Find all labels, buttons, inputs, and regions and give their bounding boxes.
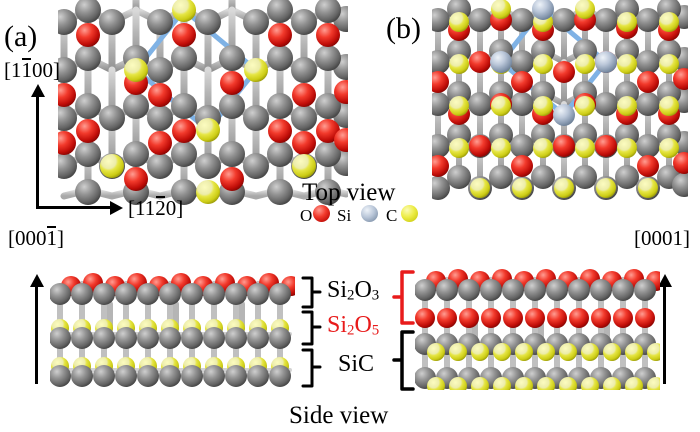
top-view-svg-b — [432, 0, 688, 200]
side-arrow-left-head — [30, 274, 44, 287]
dir-part-suffix: 0] — [165, 196, 184, 220]
side-view-svg-a — [50, 273, 295, 387]
layer-sub2: 5 — [371, 322, 380, 339]
bracket-si2o5-right — [392, 270, 416, 326]
dir-part-suffix: ] — [57, 226, 64, 250]
layer-sub2: 3 — [371, 287, 380, 304]
panel-label-b: (b) — [386, 12, 421, 45]
direction-arrow-horizontal-shaft — [36, 206, 112, 209]
dir-part-prefix: [1 — [4, 58, 22, 82]
dir-part-overbar: 1 — [46, 225, 57, 250]
layer-mid: O — [354, 277, 372, 303]
bracket-sic-right — [392, 330, 416, 392]
direction-arrow-horizontal-head — [110, 201, 123, 215]
legend-label-si: Si — [337, 206, 352, 225]
legend-label-c: C — [386, 206, 398, 225]
silicon-sphere — [361, 205, 378, 222]
layer-label-si2o5: Si2O5 — [327, 313, 379, 339]
layer-base: Si — [327, 277, 348, 303]
layer-label-sic: SiC — [338, 352, 374, 376]
dir-part-overbar: 1 — [21, 57, 32, 82]
side-view-structure-b — [415, 268, 660, 390]
dir-part-prefix: [000 — [8, 226, 47, 250]
legend-label-o: O — [300, 206, 313, 225]
dir-part-suffix: 00] — [32, 58, 60, 82]
layer-sub1: 2 — [347, 322, 355, 339]
direction-label-0001-bar: [0001] — [8, 225, 64, 250]
layer-base: Si — [327, 312, 348, 338]
dir-part-prefix: [11 — [128, 196, 156, 220]
side-view-svg-b — [415, 269, 660, 390]
layer-label-si2o3: Si2O3 — [327, 278, 379, 304]
side-arrow-left-shaft — [35, 285, 38, 384]
direction-arrow-vertical-top-head — [31, 84, 45, 97]
side-view-label: Side view — [289, 402, 389, 429]
side-arrow-right-shaft — [663, 285, 666, 384]
oxygen-sphere — [313, 205, 330, 222]
side-view-structure-a — [50, 270, 295, 388]
bracket-sic-left — [300, 348, 322, 388]
top-view-label: Top view — [302, 179, 396, 206]
direction-arrow-vertical-top-shaft — [36, 95, 39, 208]
carbon-sphere — [401, 205, 418, 222]
bracket-si2o5-left — [300, 310, 322, 346]
dir-part-plain: [0001] — [634, 226, 690, 250]
direction-label-1100: [1100] — [4, 57, 60, 82]
bracket-si2o3-left — [300, 276, 322, 309]
side-arrow-right-head — [658, 274, 672, 287]
dir-part-overbar: 2 — [155, 195, 166, 220]
direction-label-0001: [0001] — [634, 228, 690, 249]
top-view-structure-a — [58, 0, 348, 205]
panel-label-a: (a) — [4, 20, 38, 53]
layer-base: SiC — [338, 351, 375, 377]
top-view-structure-b — [432, 0, 688, 205]
layer-mid: O — [354, 312, 372, 338]
top-view-svg-a — [58, 0, 348, 205]
layer-sub1: 2 — [347, 287, 355, 304]
direction-label-1120: [1120] — [128, 195, 184, 220]
